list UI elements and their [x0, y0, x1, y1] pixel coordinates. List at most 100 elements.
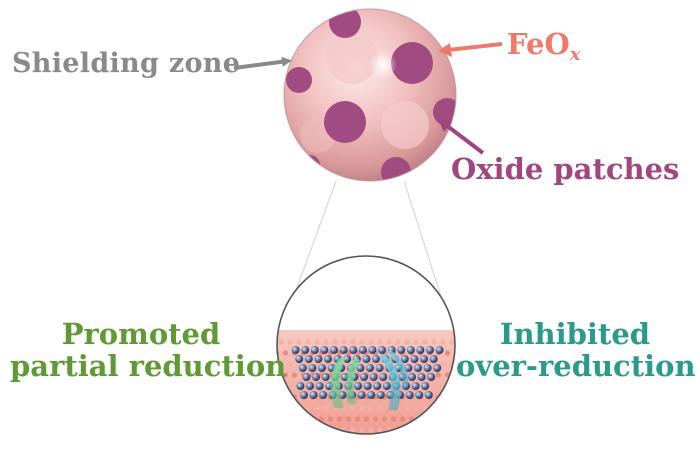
- substrate-atom: [323, 339, 329, 345]
- substrate-atom: [314, 405, 320, 411]
- surface-atom: [298, 364, 307, 372]
- surface-atom: [414, 364, 422, 372]
- substrate-atom: [332, 339, 338, 345]
- surface-atom: [295, 355, 304, 363]
- feox-arrow: [438, 42, 503, 57]
- substrate-atom: [291, 372, 298, 378]
- substrate-atom: [422, 427, 428, 433]
- surface-atom: [314, 355, 323, 363]
- surface-atom: [420, 355, 428, 363]
- surface-atom: [421, 382, 430, 390]
- substrate-atom: [431, 383, 437, 389]
- surface-atom: [397, 346, 406, 354]
- nanoparticle-sphere: [283, 8, 457, 182]
- surface-atom: [300, 391, 308, 399]
- feox-subscript: x: [569, 44, 581, 65]
- promoted-line1: Promoted: [61, 317, 221, 351]
- surface-atom: [308, 364, 317, 372]
- substrate-atom: [269, 383, 274, 388]
- substrate-atom: [287, 427, 293, 433]
- substrate-atom: [359, 339, 365, 345]
- substrate-atom: [444, 416, 451, 422]
- substrate-atom: [318, 416, 325, 422]
- substrate-atom: [296, 339, 302, 345]
- substrate-atom: [269, 427, 274, 432]
- surface-atom: [426, 346, 434, 354]
- feox-label: FeOx: [507, 30, 580, 64]
- substrate-atom: [278, 405, 284, 411]
- substrate-atom: [300, 416, 307, 422]
- substrate-atom: [413, 405, 419, 411]
- surface-atom: [367, 391, 376, 399]
- inhibited-flow-arrows: [378, 350, 409, 410]
- surface-atom: [343, 355, 352, 363]
- surface-atom: [424, 391, 433, 399]
- substrate-atom: [363, 416, 370, 422]
- surface-atom: [296, 382, 305, 390]
- substrate-atom: [287, 361, 293, 367]
- surface-atom: [375, 364, 384, 372]
- inhibited-over-reduction-label: Inhibited over-reduction: [456, 317, 696, 384]
- substrate-atom: [386, 339, 392, 345]
- surface-atom: [354, 382, 362, 390]
- substrate-atom: [278, 427, 284, 433]
- substrate-atom: [296, 427, 302, 433]
- substrate-atom: [399, 416, 406, 422]
- substrate-atom: [269, 405, 274, 410]
- oxide-patches-text: Oxide patches: [451, 152, 680, 186]
- surface-atom: [435, 346, 444, 354]
- substrate-atom: [287, 383, 293, 389]
- surface-atom: [302, 373, 311, 381]
- surface-atom: [415, 391, 424, 399]
- inhibited-line1: Inhibited: [499, 317, 651, 351]
- surface-atom: [357, 391, 366, 399]
- substrate-atom: [449, 427, 455, 433]
- surface-atom: [423, 364, 432, 372]
- substrate-atom: [314, 339, 320, 345]
- substrate-atom: [350, 405, 356, 411]
- promoted-partial-reduction-label: Promoted partial reduction: [10, 317, 286, 383]
- surface-atom: [379, 373, 388, 381]
- substrate-atom: [463, 394, 468, 399]
- surface-atom: [310, 346, 319, 354]
- surface-atom: [358, 346, 367, 354]
- substrate-atom: [368, 339, 374, 345]
- surface-atom: [408, 373, 416, 381]
- substrate-atom: [368, 427, 374, 433]
- substrate-atom: [377, 405, 383, 411]
- surface-atom: [366, 364, 374, 372]
- oxide-patches-label: Oxide patches: [451, 155, 679, 184]
- surface-atom: [373, 382, 382, 390]
- substrate-atom: [314, 427, 320, 433]
- surface-atom: [417, 373, 426, 381]
- substrate-atom: [431, 339, 437, 345]
- substrate-atom: [435, 372, 442, 378]
- surface-atom: [356, 364, 365, 372]
- substrate-atom: [449, 383, 455, 389]
- inhibited-line2: over-reduction: [456, 349, 696, 384]
- substrate-atom: [444, 394, 451, 400]
- substrate-atom: [291, 416, 298, 422]
- substrate-atom: [278, 339, 284, 345]
- surface-atom: [369, 373, 378, 381]
- surface-atom: [363, 382, 372, 390]
- substrate-atom: [404, 427, 410, 433]
- surface-atom: [304, 355, 313, 363]
- oxide-arrow: [438, 119, 485, 155]
- surface-atom: [330, 346, 338, 354]
- surface-atom: [324, 355, 332, 363]
- substrate-atom: [440, 427, 446, 433]
- substrate-atom: [327, 416, 334, 422]
- substrate-atom: [381, 416, 388, 422]
- surface-atom: [433, 364, 442, 372]
- feox-text: FeO: [507, 27, 570, 61]
- substrate-atom: [413, 427, 419, 433]
- substrate-atom: [395, 339, 401, 345]
- surface-atom: [400, 355, 409, 363]
- substrate-atom: [453, 416, 455, 422]
- surface-atom: [372, 355, 380, 363]
- substrate-atom: [359, 405, 365, 411]
- substrate-atom: [305, 427, 311, 433]
- substrate-atom: [323, 427, 329, 433]
